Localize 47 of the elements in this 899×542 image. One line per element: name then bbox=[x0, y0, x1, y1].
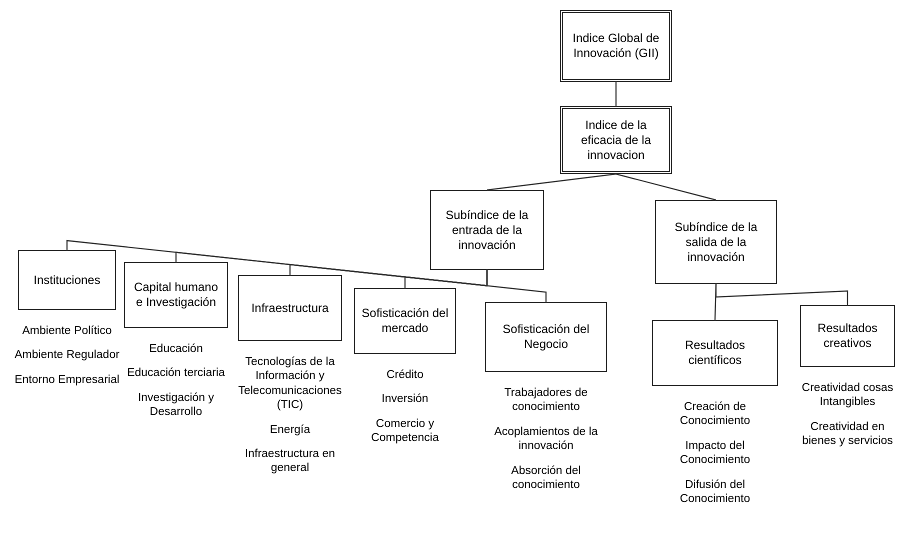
box-label: Infraestructura bbox=[251, 300, 329, 316]
box-label: Subíndice de la entrada de la innovación bbox=[444, 208, 530, 252]
category-box bbox=[485, 302, 607, 372]
category-box bbox=[18, 250, 116, 310]
indicator-text: Creatividad en bienes y servicios bbox=[801, 420, 894, 448]
connector-line bbox=[615, 82, 617, 106]
box-label: Indice Global de Innovación (GII) bbox=[572, 31, 660, 61]
category-box bbox=[560, 106, 672, 174]
box-label: Capital humano e Investigación bbox=[132, 280, 220, 310]
indicator-text: Ambiente Regulador bbox=[14, 348, 120, 363]
category-box bbox=[354, 288, 456, 354]
indicator-text: Creación de Conocimiento bbox=[678, 400, 752, 429]
category-box bbox=[560, 10, 672, 82]
category-box bbox=[800, 305, 895, 367]
category-box bbox=[652, 320, 778, 386]
indicator-text: Infraestructura en general bbox=[244, 446, 336, 476]
indicator-text: Difusión del Conocimiento bbox=[678, 478, 752, 506]
indicator-text: Absorción del conocimiento bbox=[510, 464, 582, 492]
category-box bbox=[124, 262, 228, 328]
box-label: Resultados científicos bbox=[684, 338, 746, 368]
indicator-text: Educación terciaria bbox=[127, 366, 225, 381]
indicator-text: Acoplamientos de la innovación bbox=[493, 424, 599, 454]
connector-line bbox=[486, 270, 547, 302]
indicator-text: Energía bbox=[270, 422, 310, 437]
box-label: Resultados creativos bbox=[816, 321, 879, 351]
indicator-text: Ambiente Político bbox=[22, 324, 112, 338]
indicator-text: Impacto del Conocimiento bbox=[678, 438, 752, 468]
indicator-text: Educación bbox=[149, 342, 203, 356]
box-label: Sofisticación del Negocio bbox=[502, 322, 590, 352]
indicator-text: Comercio y Competencia bbox=[370, 416, 440, 446]
indicator-text: Investigación y Desarrollo bbox=[136, 390, 216, 420]
indicator-text: Creatividad cosas Intangibles bbox=[800, 381, 894, 410]
indicator-text: Trabajadores de conocimiento bbox=[503, 386, 589, 415]
category-box bbox=[655, 200, 777, 284]
box-label: Indice de la eficacia de la innovacion bbox=[580, 118, 652, 162]
indicator-text: Crédito bbox=[386, 368, 424, 382]
connector-line bbox=[715, 284, 848, 305]
connector-line bbox=[616, 173, 716, 201]
connector-line bbox=[486, 173, 616, 191]
indicator-text: Inversión bbox=[382, 392, 428, 407]
category-box bbox=[238, 275, 342, 341]
box-label: Instituciones bbox=[34, 272, 100, 288]
box-label: Subíndice de la salida de la innovación bbox=[674, 220, 758, 264]
indicator-text: Entorno Empresarial bbox=[14, 372, 120, 388]
indicator-text: Tecnologías de la Información y Telecomunicaciones (TIC) bbox=[237, 355, 343, 412]
box-label: Sofisticación del mercado bbox=[360, 306, 450, 336]
category-box bbox=[430, 190, 544, 270]
